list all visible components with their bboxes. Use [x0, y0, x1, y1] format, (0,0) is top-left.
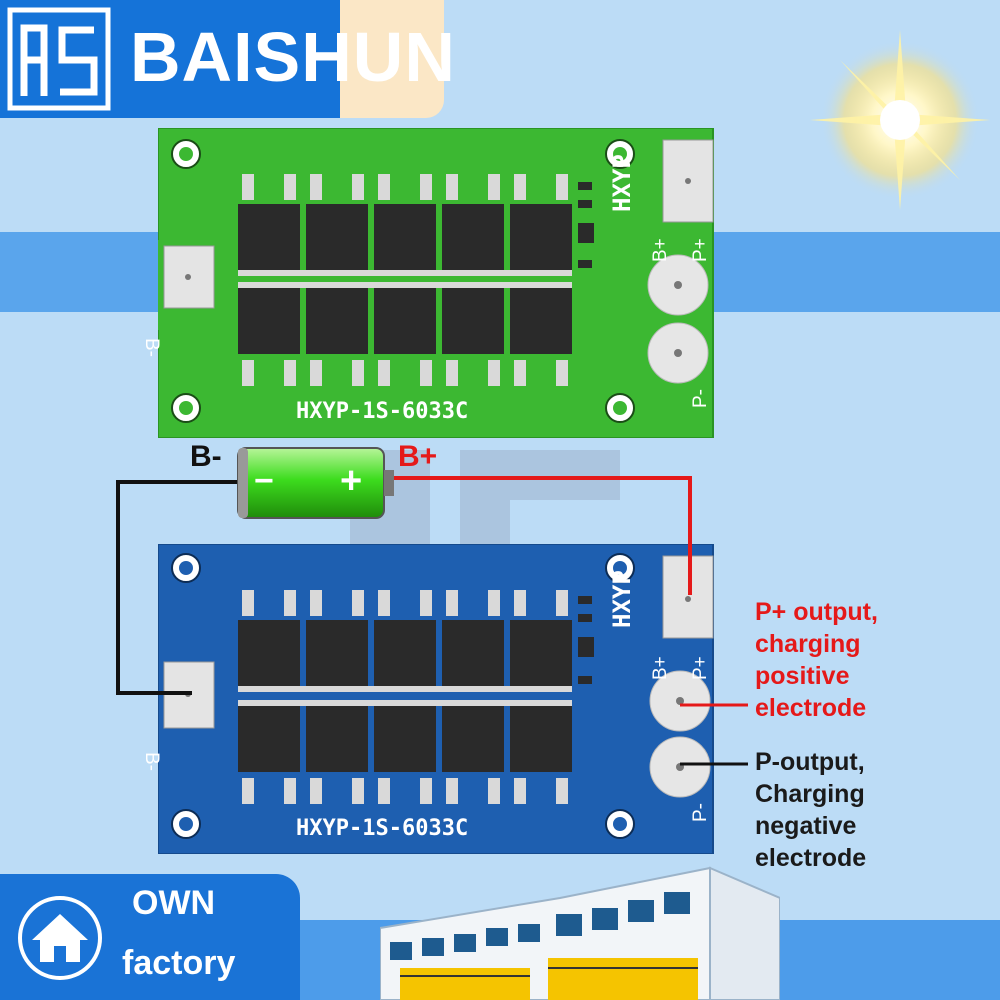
pcb-bottom-p-plus-label: P+ [690, 656, 711, 680]
pcb-bottom-model: HXYP-1S-6033C [296, 816, 469, 841]
pcb-top-b-minus-label: B- [141, 338, 162, 357]
battery-minus-sign: − [254, 462, 274, 500]
p-minus-note-line: Charging [755, 780, 865, 808]
brand-logo-icon [0, 0, 118, 118]
battery-icon [237, 447, 394, 519]
p-plus-note-line: electrode [755, 694, 867, 722]
pcb-top-model: HXYP-1S-6033C [296, 399, 469, 424]
pcb-top-b-plus-label: B+ [650, 238, 671, 262]
p-minus-note-line: negative [755, 812, 857, 840]
p-plus-note: P+ output, charging positive electrode [755, 596, 878, 724]
battery-b-minus-label: B- [190, 440, 222, 473]
pcb-board-top [158, 128, 714, 438]
p-plus-note-line: charging [755, 630, 861, 658]
footer-line-2: factory [122, 944, 236, 982]
pcb-top-p-minus-label: P- [690, 389, 711, 408]
factory-building-graphic [380, 866, 780, 1000]
pcb-bottom-maker: HXYP [608, 570, 636, 628]
battery-plus-sign: + [340, 460, 363, 502]
pcb-bottom-b-minus-label: B- [141, 752, 162, 771]
sun-graphic [810, 30, 990, 210]
brand-header: BAISHUN [0, 0, 455, 118]
brand-name: BAISHUN [130, 18, 456, 96]
footer-line-1: OWN [132, 884, 216, 922]
p-minus-note: P-output, Charging negative electrode [755, 746, 866, 874]
p-plus-note-line: P+ output, [755, 598, 878, 626]
battery-b-plus-label: B+ [398, 440, 438, 473]
p-minus-note-line: P-output, [755, 748, 865, 776]
pcb-bottom-b-plus-label: B+ [650, 656, 671, 680]
pcb-bottom-p-minus-label: P- [690, 803, 711, 822]
pcb-board-bottom [158, 544, 714, 854]
p-minus-note-line: electrode [755, 844, 867, 872]
pcb-top-maker: HXYP [608, 154, 636, 212]
footer-badge: OWN factory [0, 874, 300, 1000]
p-plus-note-line: positive [755, 662, 850, 690]
home-icon [18, 896, 102, 980]
pcb-top-p-plus-label: P+ [690, 238, 711, 262]
